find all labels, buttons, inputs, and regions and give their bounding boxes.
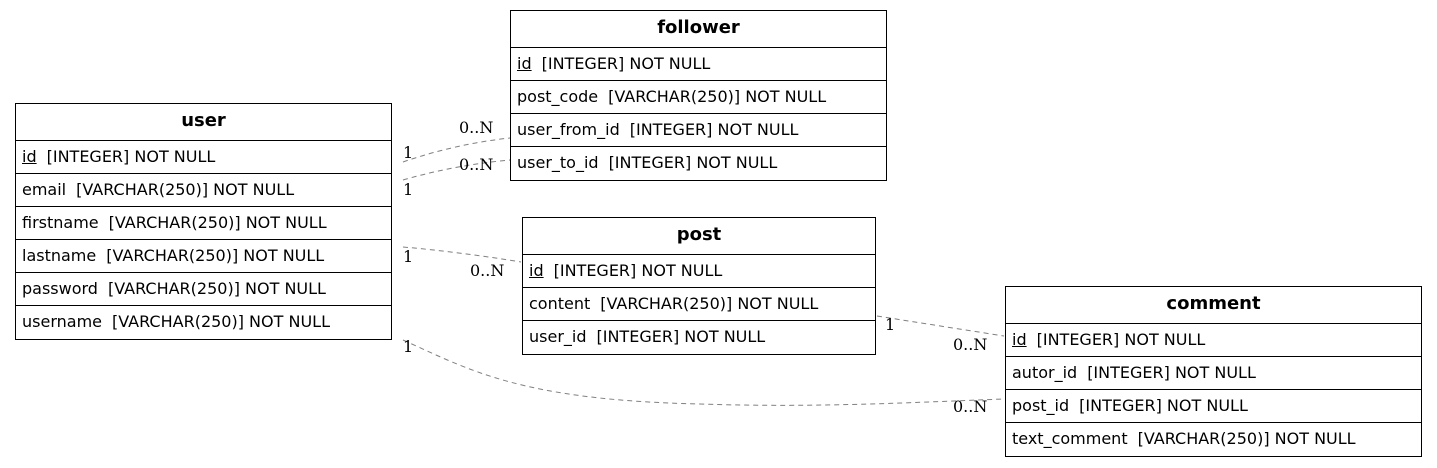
table-row[interactable]: lastname [VARCHAR(250)] NOT NULL xyxy=(16,240,391,273)
column-name: id xyxy=(529,261,544,280)
follower-table[interactable]: follower id [INTEGER] NOT NULL post_code [… xyxy=(510,10,887,181)
column-name: password xyxy=(22,279,98,298)
column-name: user_from_id xyxy=(517,120,620,139)
column-type: [VARCHAR(250)] NOT NULL xyxy=(112,312,330,331)
table-row[interactable]: user_from_id [INTEGER] NOT NULL xyxy=(511,114,886,147)
column-name: text_comment xyxy=(1012,429,1128,448)
column-type: [VARCHAR(250)] NOT NULL xyxy=(107,279,326,298)
column-name: username xyxy=(22,312,102,331)
cardinality-label: 1 xyxy=(885,315,895,334)
column-type: [INTEGER] NOT NULL xyxy=(553,261,723,280)
table-title: user xyxy=(16,104,391,141)
table-row[interactable]: password [VARCHAR(250)] NOT NULL xyxy=(16,273,391,306)
link-post-comment[interactable] xyxy=(876,315,1005,337)
table-row[interactable]: id [INTEGER] NOT NULL xyxy=(16,141,391,174)
column-name: user_id xyxy=(529,327,587,346)
table-row[interactable]: id [INTEGER] NOT NULL xyxy=(1006,324,1421,357)
column-type: [INTEGER] NOT NULL xyxy=(1036,330,1206,349)
column-type: [INTEGER] NOT NULL xyxy=(629,120,799,139)
cardinality-label: 0..N xyxy=(459,155,493,174)
column-name: autor_id xyxy=(1012,363,1078,382)
post-table[interactable]: post id [INTEGER] NOT NULL content [VARCHA… xyxy=(522,217,876,355)
column-name: post_id xyxy=(1012,396,1070,415)
table-title: post xyxy=(523,218,875,255)
column-type: [VARCHAR(250)] NOT NULL xyxy=(1137,429,1356,448)
table-row[interactable]: firstname [VARCHAR(250)] NOT NULL xyxy=(16,207,391,240)
cardinality-label: 0..N xyxy=(953,335,987,354)
table-row[interactable]: content [VARCHAR(250)] NOT NULL xyxy=(523,288,875,321)
table-row[interactable]: user_id [INTEGER] NOT NULL xyxy=(523,321,875,354)
column-type: [INTEGER] NOT NULL xyxy=(596,327,766,346)
cardinality-label: 1 xyxy=(403,143,413,162)
user-table[interactable]: user id [INTEGER] NOT NULL email [VARCHAR(… xyxy=(15,103,392,340)
column-name: email xyxy=(22,180,67,199)
table-title: follower xyxy=(511,11,886,48)
link-user-comment[interactable] xyxy=(402,339,1005,406)
link-user-post[interactable] xyxy=(402,246,522,263)
table-row[interactable]: post_id [INTEGER] NOT NULL xyxy=(1006,390,1421,423)
cardinality-label: 1 xyxy=(403,247,413,266)
column-name: id xyxy=(22,147,37,166)
column-type: [INTEGER] NOT NULL xyxy=(46,147,216,166)
column-name: user_to_id xyxy=(517,153,599,172)
cardinality-label: 0..N xyxy=(953,397,987,416)
column-type: [INTEGER] NOT NULL xyxy=(1087,363,1256,382)
column-name: id xyxy=(1012,330,1027,349)
column-name: lastname xyxy=(22,246,97,265)
table-row[interactable]: id [INTEGER] NOT NULL xyxy=(523,255,875,288)
column-type: [VARCHAR(250)] NOT NULL xyxy=(106,246,325,265)
table-row[interactable]: email [VARCHAR(250)] NOT NULL xyxy=(16,174,391,207)
table-title: comment xyxy=(1006,287,1421,324)
table-row[interactable]: text_comment [VARCHAR(250)] NOT NULL xyxy=(1006,423,1421,456)
column-type: [INTEGER] NOT NULL xyxy=(1079,396,1248,415)
cardinality-label: 1 xyxy=(403,337,413,356)
table-row[interactable]: autor_id [INTEGER] NOT NULL xyxy=(1006,357,1421,390)
column-name: post_code xyxy=(517,87,599,106)
column-type: [VARCHAR(250)] NOT NULL xyxy=(608,87,827,106)
link-user-follower-from[interactable] xyxy=(402,137,511,163)
column-type: [VARCHAR(250)] NOT NULL xyxy=(76,180,295,199)
comment-table[interactable]: comment id[INTEGER] NOT NULL autor_id[IN… xyxy=(1005,286,1422,457)
column-name: content xyxy=(529,294,591,313)
column-type: [INTEGER] NOT NULL xyxy=(541,54,711,73)
table-row[interactable]: user_to_id [INTEGER] NOT NULL xyxy=(511,147,886,180)
column-type: [VARCHAR(250)] NOT NULL xyxy=(108,213,327,232)
table-row[interactable]: id [INTEGER] NOT NULL xyxy=(511,48,886,81)
column-name: id xyxy=(517,54,532,73)
column-type: [INTEGER] NOT NULL xyxy=(608,153,778,172)
cardinality-label: 0..N xyxy=(470,261,504,280)
table-row[interactable]: username [VARCHAR(250)] NOT NULL xyxy=(16,306,391,339)
column-type: [VARCHAR(250)] NOT NULL xyxy=(600,294,819,313)
cardinality-label: 1 xyxy=(403,180,413,199)
cardinality-label: 0..N xyxy=(459,118,493,137)
table-row[interactable]: post_code [VARCHAR(250)] NOT NULL xyxy=(511,81,886,114)
link-user-follower-to[interactable] xyxy=(402,159,511,181)
column-name: firstname xyxy=(22,213,99,232)
